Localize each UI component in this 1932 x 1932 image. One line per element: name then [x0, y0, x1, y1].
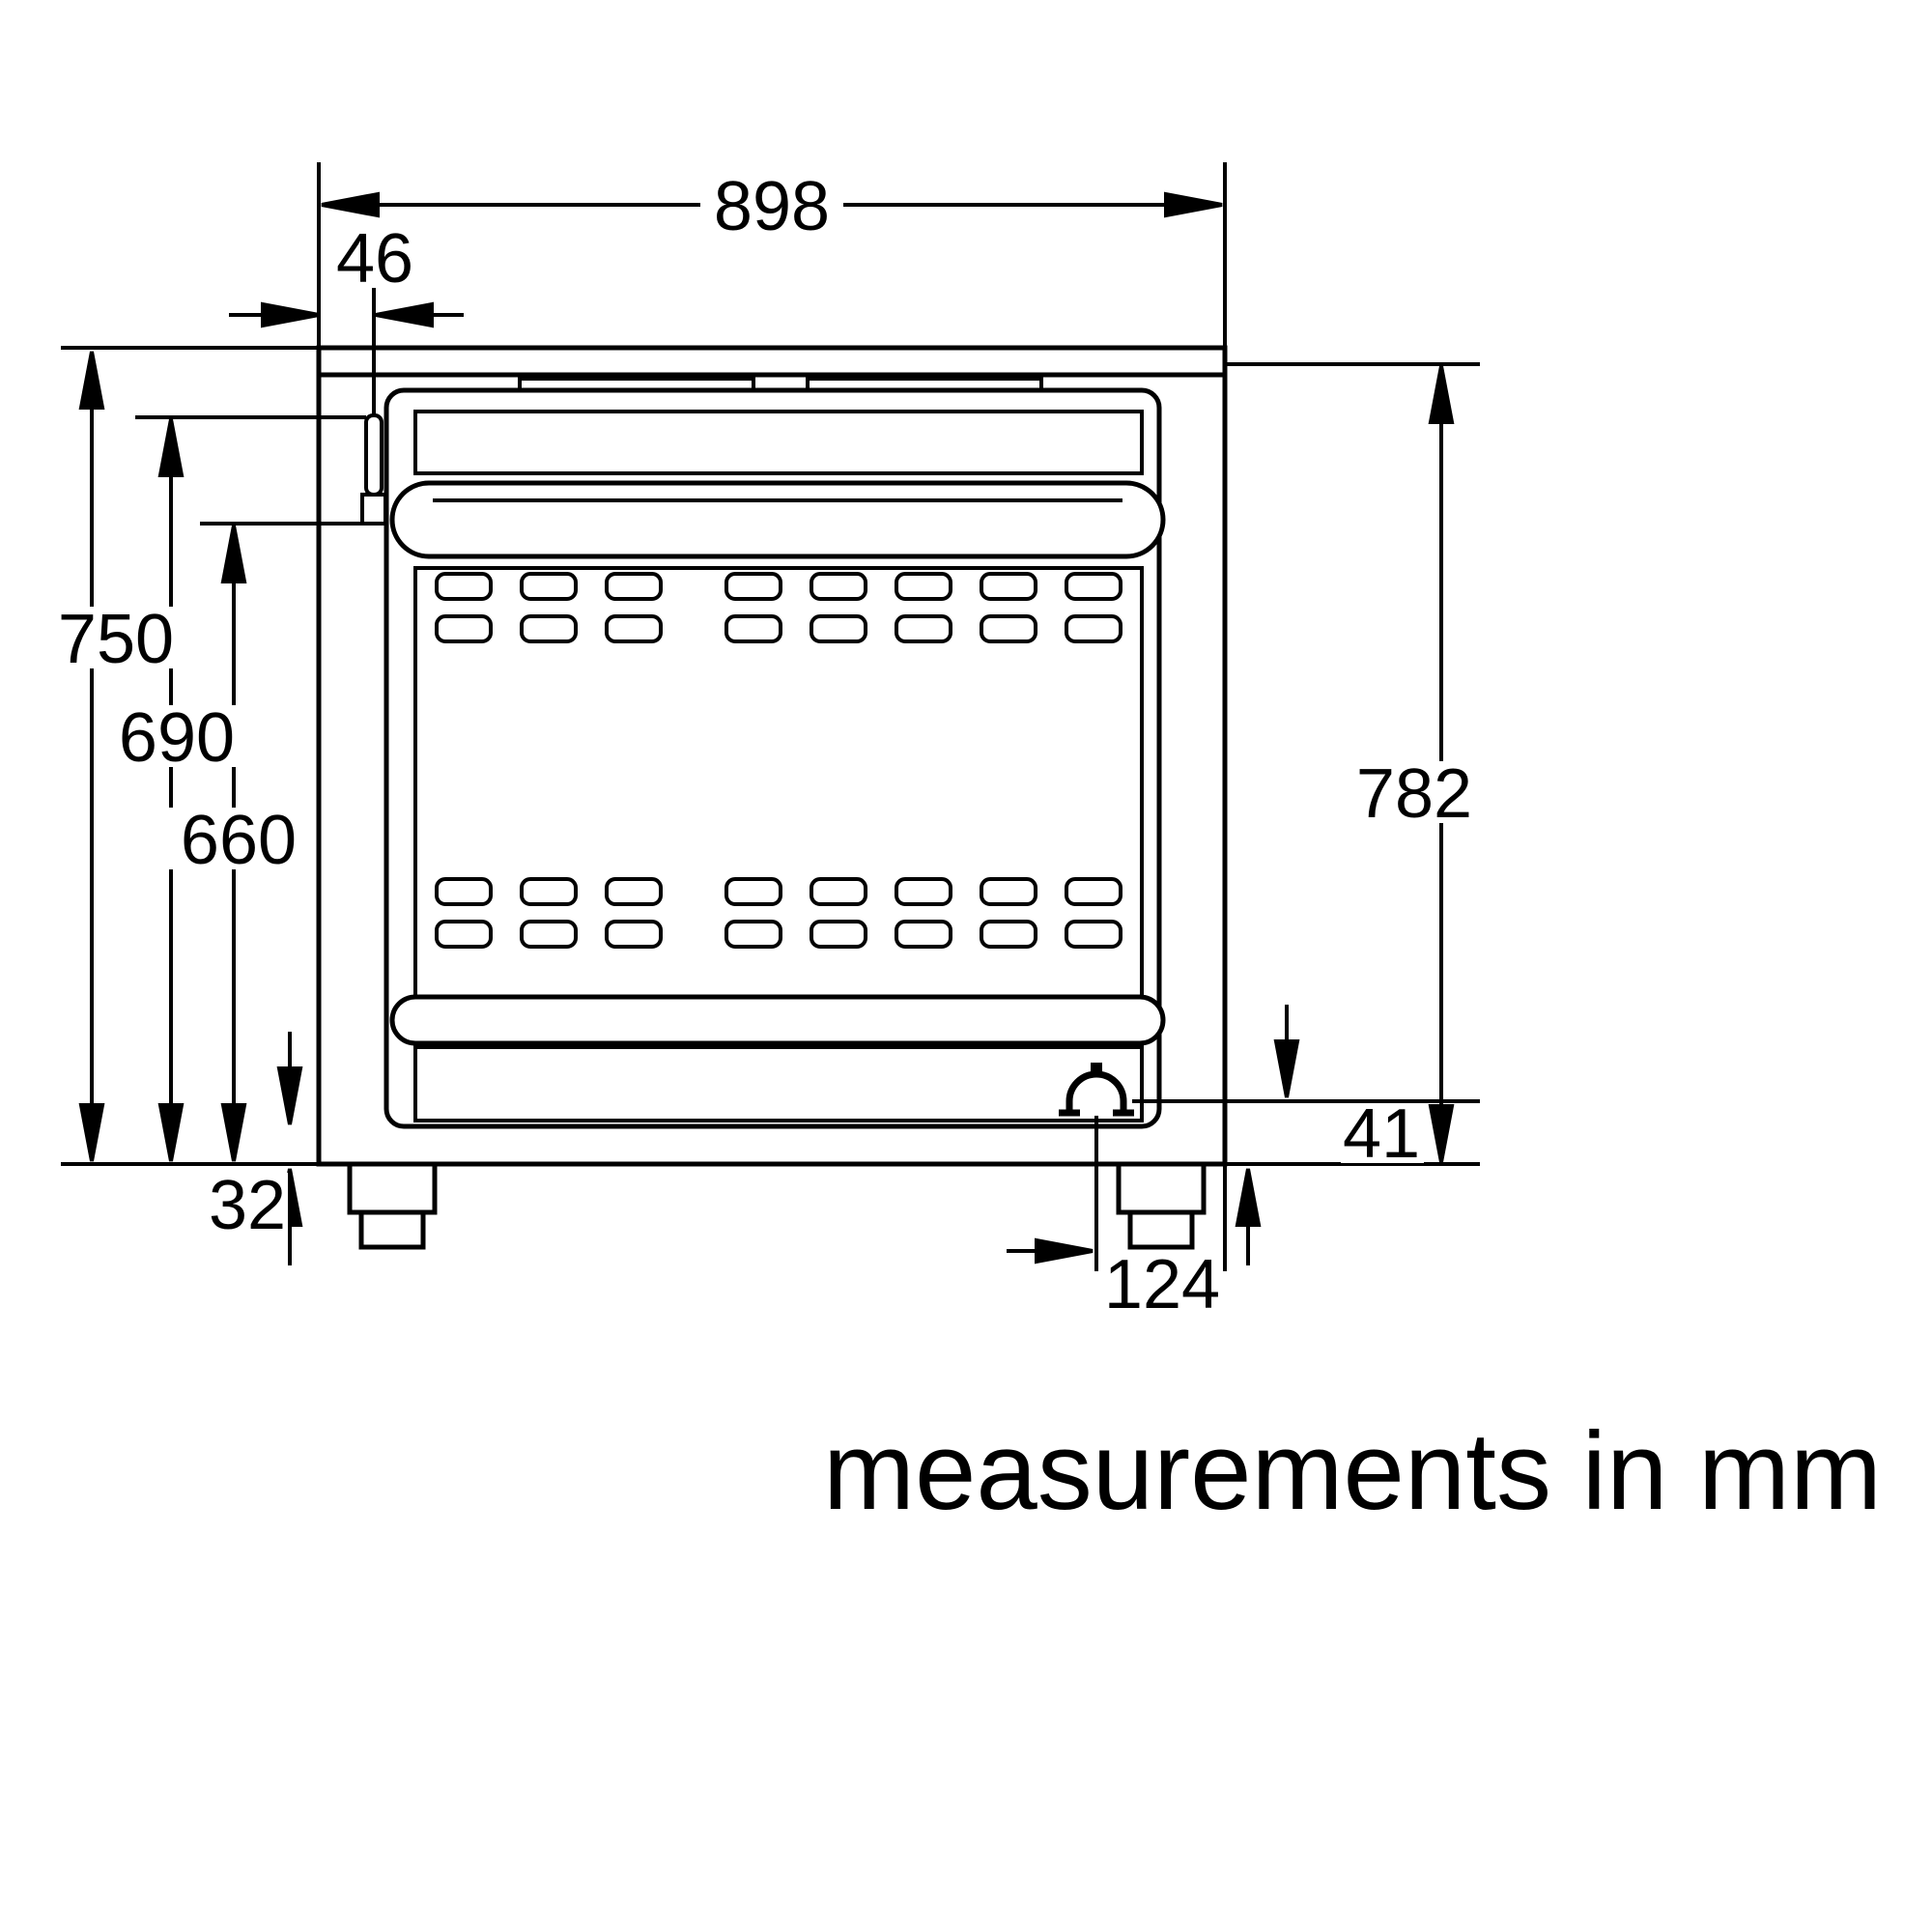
dim-750-label: 750: [58, 601, 174, 678]
appliance-feet: [347, 1161, 1207, 1250]
probe-pin: [360, 413, 387, 526]
dim-898-label: 898: [714, 168, 830, 245]
vent-slots: [435, 572, 1122, 949]
reference-lines: [61, 162, 1480, 1271]
label-backgrounds: [44, 174, 1486, 1312]
dim-782-label: 782: [1356, 755, 1472, 833]
door-handle: [389, 480, 1166, 559]
measurements-note: measurements in mm: [823, 1410, 1882, 1533]
oven-door-frame: [384, 387, 1162, 1129]
gas-burner-icon: [1059, 1063, 1134, 1117]
dimension-690: [157, 418, 185, 1162]
dim-690-label: 690: [119, 699, 235, 777]
dim-32-label: 32: [209, 1167, 286, 1244]
dimension-750: [78, 351, 105, 1162]
dim-46-label: 46: [336, 220, 413, 298]
dim-41-label: 41: [1343, 1095, 1420, 1173]
dim-124-label: 124: [1104, 1246, 1220, 1323]
dimension-41: [1235, 1005, 1300, 1265]
appliance-drawing: [316, 345, 1228, 1250]
dim-660-label: 660: [181, 802, 297, 879]
dimension-46: [229, 301, 464, 328]
dimension-124: [1007, 1237, 1094, 1264]
door-bottom-band: [389, 994, 1166, 1046]
dimension-labels: 898 46 750 690 660 782 41 32 124: [58, 168, 1472, 1323]
control-strip: [413, 410, 1144, 475]
drawer-panel: [413, 1045, 1144, 1122]
